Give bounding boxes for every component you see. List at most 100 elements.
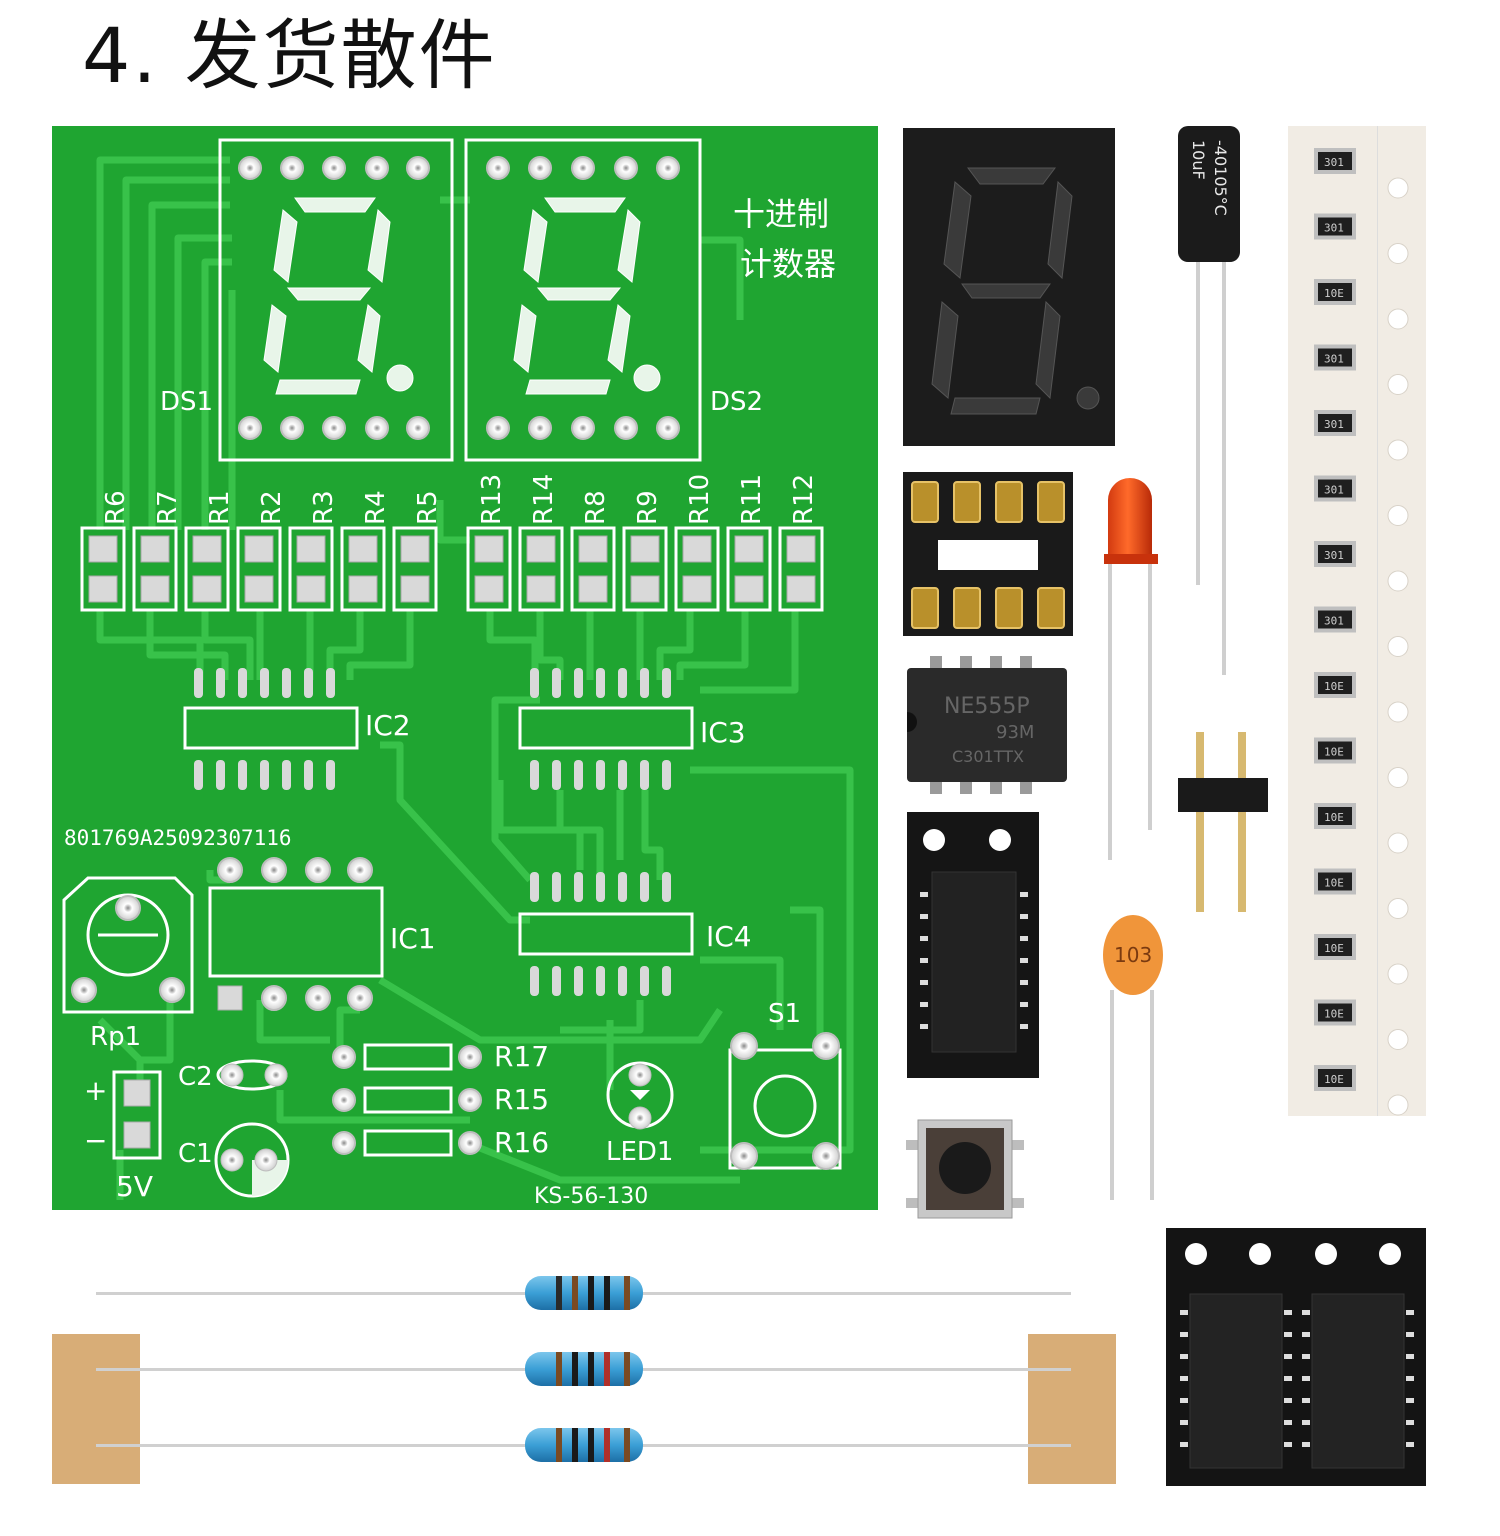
smd-resistor-code: 301 bbox=[1324, 353, 1344, 366]
r16-label: R16 bbox=[494, 1126, 549, 1159]
smd-resistor-code: 10E bbox=[1324, 877, 1344, 890]
resistor-label-row: R6 R7 R1 R2 R3 R4 R5 R13 R14 R8 R9 R10 R… bbox=[101, 474, 819, 525]
tape-sprocket-hole bbox=[1387, 243, 1409, 264]
ne555-line3: C301TTX bbox=[952, 747, 1024, 766]
ne555-line1: NE555P bbox=[944, 694, 1030, 719]
cap-line2: 10uF bbox=[1189, 140, 1208, 180]
smd-resistor-tape-part: 301 301 10E 301 301 301 301 301 10E 10E 10E 10E 10E 1… bbox=[1288, 126, 1426, 1116]
ic2-footprint: IC2 bbox=[183, 668, 411, 790]
board-title-line2: 计数器 bbox=[740, 245, 836, 283]
label-r1: R1 bbox=[205, 490, 235, 525]
ic1-label: IC1 bbox=[390, 922, 436, 955]
label-r14: R14 bbox=[529, 474, 559, 525]
smd-resistor-chip: 10E bbox=[1314, 868, 1356, 895]
smd-resistor-chip: 10E bbox=[1314, 999, 1356, 1026]
tactile-switch-part bbox=[906, 1119, 1024, 1219]
smd-resistor-code: 10E bbox=[1324, 680, 1344, 693]
smd-resistor-chip: 10E bbox=[1314, 672, 1356, 698]
smd-resistor-chip: 301 bbox=[1314, 606, 1356, 633]
smd-resistor-code: 10E bbox=[1324, 942, 1344, 955]
tape-sprocket-hole bbox=[1387, 701, 1409, 723]
tape-sprocket-hole bbox=[1387, 505, 1409, 526]
smd-resistor-code: 10E bbox=[1324, 746, 1344, 759]
label-r10: R10 bbox=[685, 474, 715, 525]
ds2-footprint: DS2 bbox=[464, 138, 763, 462]
tape-sprocket-hole bbox=[1387, 177, 1409, 199]
label-r13: R13 bbox=[477, 474, 507, 525]
smd-resistor-chip: 301 bbox=[1314, 344, 1356, 371]
label-r8: R8 bbox=[581, 490, 611, 525]
smd-resistor-chip: 10E bbox=[1314, 934, 1356, 960]
minus-label: − bbox=[84, 1124, 107, 1157]
pcb-board: DS1 DS2 十进制 计数器 R bbox=[52, 126, 878, 1210]
smd-resistor-chip: 301 bbox=[1314, 541, 1356, 567]
tape-sprocket-hole bbox=[1387, 308, 1409, 330]
ceramic-cap-code: 103 bbox=[1114, 943, 1152, 967]
ne555-chip-part: NE555P 93M C301TTX bbox=[907, 656, 1067, 794]
board-title-line1: 十进制 bbox=[733, 195, 829, 233]
tape-sprocket-hole bbox=[1387, 1029, 1409, 1050]
smd-resistor-code: 301 bbox=[1324, 549, 1344, 562]
c2-label: C2 bbox=[178, 1062, 213, 1092]
tape-sprocket-hole bbox=[1387, 832, 1409, 854]
ds1-footprint: DS1 bbox=[160, 138, 454, 462]
pcb-traces bbox=[96, 156, 854, 1200]
through-hole-resistor-footprints: R17 R15 R16 bbox=[332, 1040, 549, 1159]
ic4-footprint: IC4 bbox=[518, 872, 752, 996]
tape-sprocket-hole bbox=[1387, 636, 1409, 657]
tape-sprocket-hole bbox=[1387, 374, 1409, 395]
r15-label: R15 bbox=[494, 1083, 549, 1116]
tape-sprocket-hole bbox=[1387, 1094, 1409, 1116]
smd-resistor-chip: 301 bbox=[1314, 148, 1356, 174]
voltage-label: 5V bbox=[116, 1170, 153, 1203]
tape-sprocket-hole bbox=[1387, 898, 1409, 919]
label-r9: R9 bbox=[633, 490, 663, 525]
c1-label: C1 bbox=[178, 1139, 213, 1169]
red-led-part bbox=[1104, 478, 1158, 860]
smd-resistor-code: 10E bbox=[1324, 287, 1344, 300]
smd-resistor-chip: 10E bbox=[1314, 803, 1356, 829]
smd-resistor-chip: 10E bbox=[1314, 737, 1356, 764]
c2-footprint: C2 bbox=[178, 1059, 288, 1092]
cap-line1: -40105°C bbox=[1211, 140, 1230, 216]
sop-chips-tape-bottom-part bbox=[1166, 1228, 1426, 1486]
label-r7: R7 bbox=[153, 490, 183, 525]
board-model: KS-56-130 bbox=[534, 1184, 648, 1209]
label-r3: R3 bbox=[309, 490, 339, 525]
r17-label: R17 bbox=[494, 1040, 549, 1073]
label-r6: R6 bbox=[101, 490, 131, 525]
smd-resistor-code: 10E bbox=[1324, 811, 1344, 824]
label-r2: R2 bbox=[257, 490, 287, 525]
smd-resistor-code: 301 bbox=[1324, 156, 1344, 169]
label-r4: R4 bbox=[361, 490, 391, 525]
smd-resistor-chip: 10E bbox=[1314, 1065, 1356, 1091]
smd-resistor-code: 301 bbox=[1324, 418, 1344, 431]
smd-resistor-code: 301 bbox=[1324, 615, 1344, 628]
ic1-footprint: IC1 bbox=[208, 857, 436, 1011]
tape-sprocket-hole bbox=[1387, 767, 1409, 788]
smd-resistor-chip: 10E bbox=[1314, 279, 1356, 305]
smd-resistor-chip: 301 bbox=[1314, 475, 1356, 502]
label-r12: R12 bbox=[789, 474, 819, 525]
electrolytic-capacitor-part: -40105°C 10uF bbox=[1178, 126, 1240, 675]
pin-header-part bbox=[1178, 732, 1268, 912]
smd-resistor-pads bbox=[80, 526, 824, 612]
label-r5: R5 bbox=[413, 490, 443, 525]
plus-label: + bbox=[84, 1074, 107, 1107]
tape-sprocket-hole bbox=[1387, 963, 1409, 985]
smd-resistor-code: 10E bbox=[1324, 1073, 1344, 1086]
label-r11: R11 bbox=[737, 474, 767, 525]
smd-resistor-chip: 301 bbox=[1314, 410, 1356, 436]
page-title: 4. 发货散件 bbox=[82, 11, 497, 100]
smd-resistor-chip: 301 bbox=[1314, 213, 1356, 240]
ceramic-capacitor-part: 103 bbox=[1103, 915, 1163, 1200]
s1-label: S1 bbox=[768, 999, 801, 1029]
rp1-footprint: Rp1 bbox=[62, 876, 194, 1052]
ic3-label: IC3 bbox=[700, 716, 746, 749]
ds-pads bbox=[238, 156, 680, 440]
c1-footprint: C1 bbox=[178, 1122, 290, 1198]
seven-segment-display-part bbox=[903, 128, 1115, 446]
ne555-line2: 93M bbox=[996, 722, 1034, 743]
power-header-footprint: + − 5V bbox=[84, 1070, 162, 1203]
